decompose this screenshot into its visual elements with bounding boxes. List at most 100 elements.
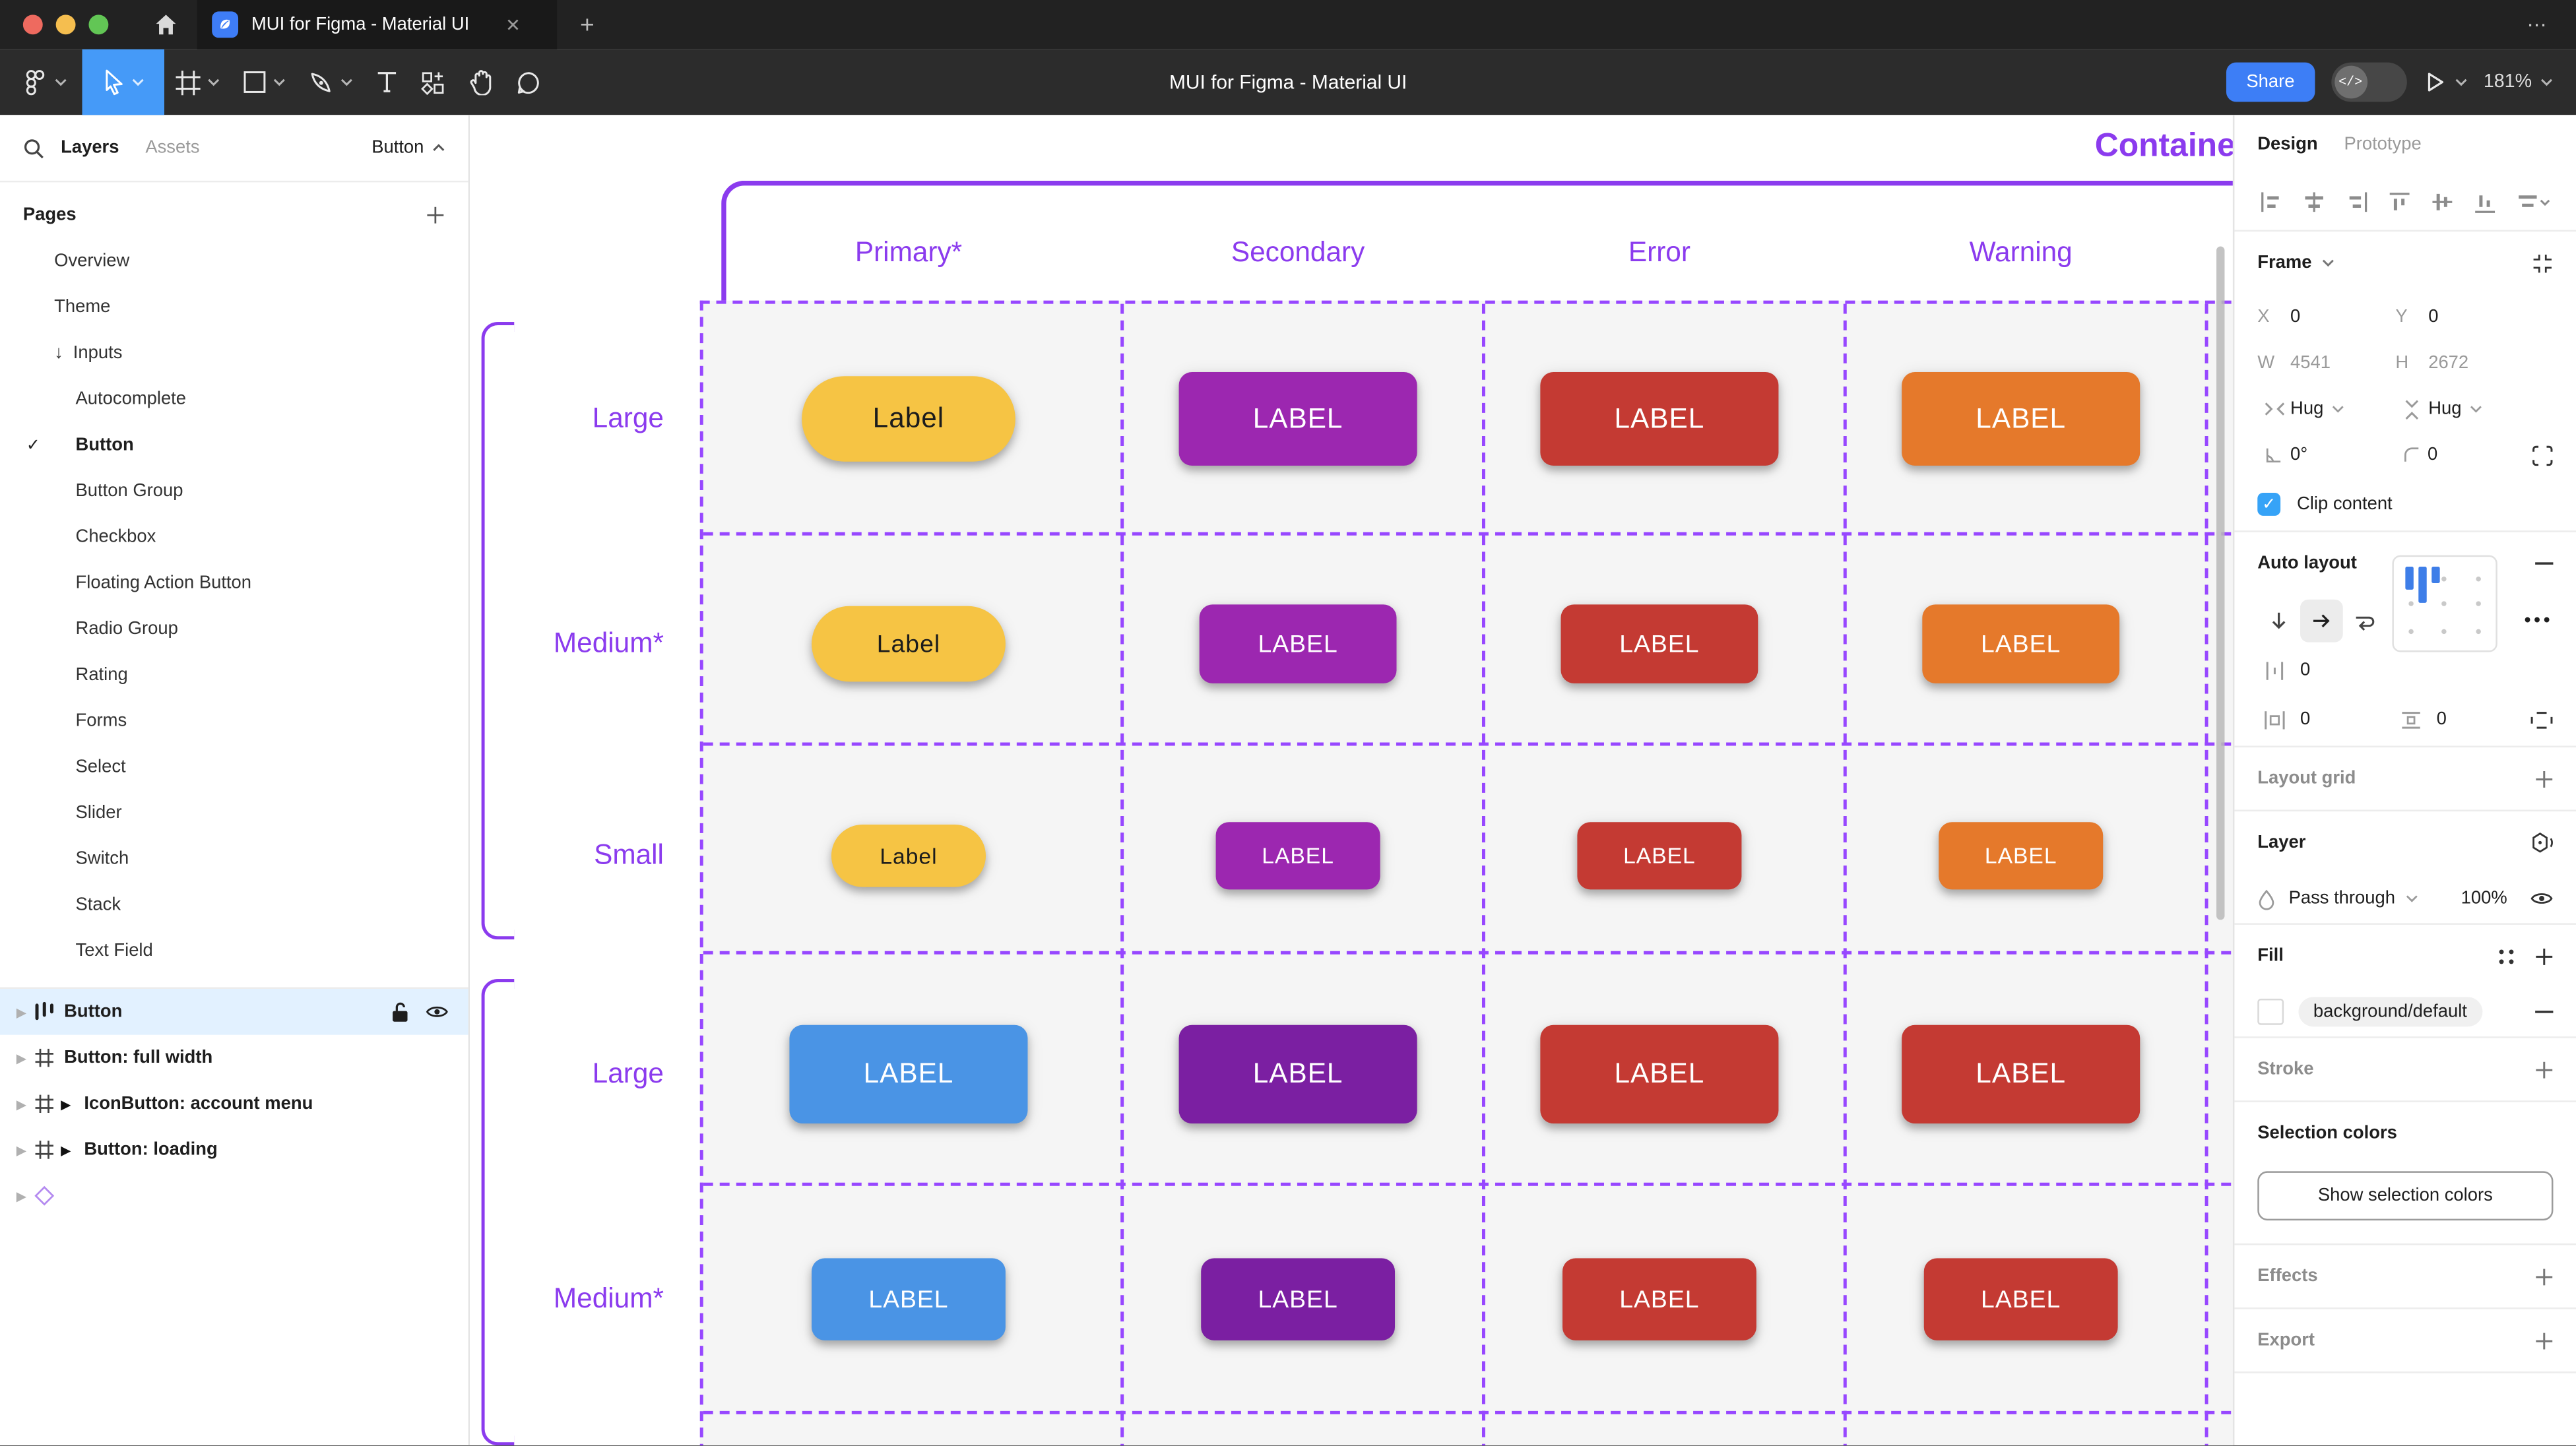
vertical-sizing-field[interactable]: Hug [2395, 398, 2533, 420]
canvas[interactable]: Contained Primary*SecondaryErrorWarningL… [470, 115, 2233, 1446]
width-field[interactable]: W 4541 [2257, 353, 2395, 373]
blend-mode-icon[interactable] [2530, 831, 2554, 854]
new-tab-button[interactable]: + [579, 11, 595, 39]
home-button[interactable] [135, 0, 197, 49]
maximize-window-button[interactable] [88, 15, 109, 35]
expand-caret-icon[interactable]: ▶ [16, 1188, 27, 1203]
close-tab-icon[interactable]: ✕ [505, 15, 521, 36]
page-item-forms[interactable]: Forms [0, 698, 468, 744]
layer-row--menu-[interactable]: ▶ [0, 1173, 468, 1219]
layer-row-button[interactable]: ▶Button [0, 988, 468, 1035]
height-field[interactable]: H 2672 [2395, 353, 2533, 373]
page-item-inputs[interactable]: ↓Inputs [0, 330, 468, 376]
page-item-radio-group[interactable]: Radio Group [0, 606, 468, 652]
tab-layers[interactable]: Layers [61, 138, 119, 158]
zoom-menu[interactable]: 181% [2484, 73, 2554, 92]
gap-field[interactable]: 0 [2257, 660, 2395, 680]
hand-tool[interactable] [457, 49, 504, 115]
eye-icon[interactable] [2530, 891, 2554, 907]
page-item-switch[interactable]: Switch [0, 836, 468, 882]
fill-style-chip[interactable]: background/default [2298, 997, 2482, 1027]
layer-row-iconbutton-account-menu[interactable]: ▶▶IconButton: account menu [0, 1081, 468, 1127]
shape-tool[interactable] [232, 49, 298, 115]
page-item-button[interactable]: ✓Button [0, 422, 468, 468]
add-layout-grid-icon[interactable] [2535, 770, 2553, 788]
page-item-slider[interactable]: Slider [0, 790, 468, 836]
actions-tool[interactable] [409, 49, 457, 115]
pen-tool[interactable] [298, 49, 365, 115]
page-item-theme[interactable]: Theme [0, 284, 468, 330]
horizontal-sizing-field[interactable]: Hug [2257, 399, 2395, 419]
page-item-stack[interactable]: Stack [0, 882, 468, 928]
add-effect-icon[interactable] [2535, 1267, 2553, 1285]
align-vertical-center-icon[interactable] [2431, 192, 2453, 212]
search-icon[interactable] [23, 137, 44, 158]
add-stroke-icon[interactable] [2535, 1060, 2553, 1078]
show-selection-colors-button[interactable]: Show selection colors [2257, 1171, 2554, 1221]
chevron-down-icon[interactable] [2321, 258, 2334, 268]
align-horizontal-center-icon[interactable] [2303, 192, 2325, 212]
page-item-button-group[interactable]: Button Group [0, 468, 468, 515]
vertical-padding-field[interactable]: 0 [2394, 710, 2530, 730]
page-item-checkbox[interactable]: Checkbox [0, 514, 468, 560]
unlock-icon[interactable] [391, 1001, 409, 1022]
collapse-frame-icon[interactable] [2532, 252, 2553, 273]
styles-icon[interactable] [2497, 947, 2515, 964]
page-item-floating-action-button[interactable]: Floating Action Button [0, 560, 468, 606]
corner-radius-field[interactable]: 0 [2395, 445, 2532, 465]
layer-row-button-loading[interactable]: ▶▶Button: loading [0, 1127, 468, 1173]
page-item-autocomplete[interactable]: Autocomplete [0, 376, 468, 422]
dev-mode-toggle[interactable]: </> [2331, 62, 2406, 102]
canvas-scrollbar[interactable] [2216, 246, 2225, 920]
align-bottom-icon[interactable] [2474, 191, 2496, 212]
page-item-select[interactable]: Select [0, 744, 468, 790]
x-field[interactable]: X 0 [2257, 307, 2395, 327]
remove-auto-layout-icon[interactable] [2535, 562, 2554, 565]
expand-caret-icon[interactable]: ▶ [16, 1004, 27, 1020]
remove-fill-icon[interactable] [2535, 1010, 2554, 1013]
layer-row-button-full-width[interactable]: ▶Button: full width [0, 1035, 468, 1081]
clip-content-checkbox[interactable]: ✓ [2257, 493, 2281, 516]
rotation-field[interactable]: 0° [2257, 445, 2395, 465]
tab-design[interactable]: Design [2257, 135, 2318, 155]
vertical-layout-button[interactable] [2257, 600, 2300, 643]
align-top-icon[interactable] [2389, 191, 2410, 212]
page-item-overview[interactable]: Overview [0, 238, 468, 284]
page-item-text-field[interactable]: Text Field [0, 928, 468, 974]
eye-icon[interactable] [426, 1001, 449, 1022]
horizontal-padding-field[interactable]: 0 [2257, 710, 2394, 730]
individual-padding-icon[interactable] [2530, 710, 2554, 728]
horizontal-layout-button[interactable] [2300, 599, 2343, 643]
individual-corners-icon[interactable] [2532, 445, 2553, 466]
figma-menu[interactable] [0, 49, 82, 115]
present-controls[interactable] [2423, 71, 2467, 94]
add-page-icon[interactable] [426, 205, 445, 225]
wrap-layout-button[interactable] [2343, 600, 2386, 643]
tab-overflow-menu[interactable]: ⋯ [2527, 13, 2550, 36]
expand-caret-icon[interactable]: ▶ [16, 1096, 27, 1112]
blend-mode-value[interactable]: Pass through [2288, 889, 2395, 908]
page-item-rating[interactable]: Rating [0, 652, 468, 699]
expand-caret-icon[interactable]: ▶ [16, 1050, 27, 1065]
close-window-button[interactable] [22, 15, 43, 35]
alignment-grid[interactable] [2392, 555, 2497, 652]
distribute-more-icon[interactable] [2517, 192, 2550, 212]
add-fill-icon[interactable] [2535, 947, 2553, 964]
minimize-window-button[interactable] [55, 15, 76, 35]
file-tab[interactable]: MUI for Figma - Material UI ✕ [197, 0, 558, 49]
move-tool[interactable] [82, 49, 164, 115]
fill-color-swatch[interactable] [2257, 998, 2284, 1025]
align-right-icon[interactable] [2346, 192, 2367, 212]
frame-tool[interactable] [164, 49, 232, 115]
tab-prototype[interactable]: Prototype [2344, 135, 2422, 155]
share-button[interactable]: Share [2226, 62, 2315, 102]
tab-assets[interactable]: Assets [145, 138, 200, 158]
frame-title[interactable]: Contained [2094, 128, 2233, 164]
align-left-icon[interactable] [2261, 192, 2282, 212]
add-export-icon[interactable] [2535, 1331, 2553, 1349]
expand-caret-icon[interactable]: ▶ [16, 1142, 27, 1158]
opacity-value[interactable]: 100% [2461, 889, 2507, 908]
auto-layout-more-icon[interactable]: ••• [2524, 611, 2554, 631]
page-selector[interactable]: Button [371, 138, 445, 158]
y-field[interactable]: Y 0 [2395, 307, 2533, 327]
